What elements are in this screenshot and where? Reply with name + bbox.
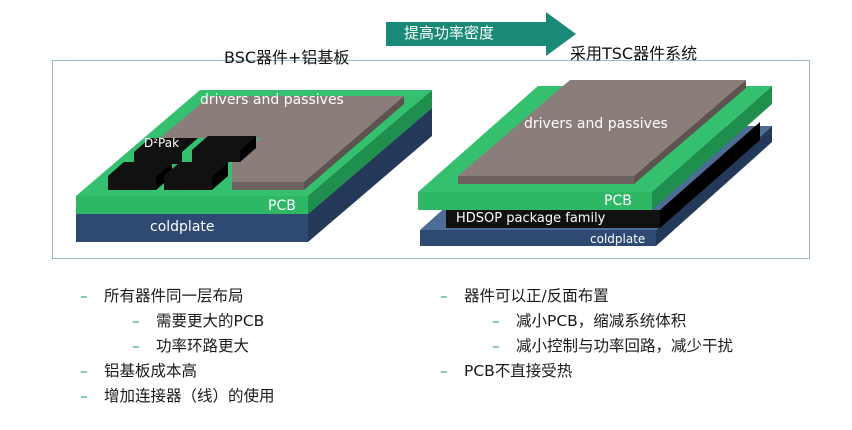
diagram-frame <box>52 60 810 259</box>
right-drivers-block <box>458 80 746 184</box>
left-drivers-label: drivers and passives <box>200 92 344 108</box>
bullet-marker: – <box>492 312 500 330</box>
left-chips <box>108 136 256 190</box>
left-title: BSC器件+铝基板 <box>224 48 350 67</box>
left-coldplate-label: coldplate <box>150 219 215 235</box>
bullet-marker: – <box>132 312 140 330</box>
list-item: –增加连接器（线）的使用 <box>80 384 420 409</box>
left-pcb-label: PCB <box>268 198 296 214</box>
right-package-label: HDSOP package family <box>456 211 606 226</box>
left-chip-label: D²Pak <box>144 136 180 150</box>
bullet-marker: – <box>492 337 500 355</box>
left-drivers-block <box>160 96 404 190</box>
bullet-marker: – <box>440 287 448 305</box>
right-pcb-label: PCB <box>604 193 632 209</box>
list-item: –减小PCB，缩减系统体积 <box>440 309 840 334</box>
right-coldplate-label: coldplate <box>590 232 646 246</box>
right-title: 采用TSC器件系统 <box>570 44 698 63</box>
list-item: –PCB不直接受热 <box>440 359 840 384</box>
bullet-marker: – <box>80 362 88 380</box>
list-item: –功率环路更大 <box>80 334 420 359</box>
bullet-marker: – <box>132 337 140 355</box>
list-item: –需要更大的PCB <box>80 309 420 334</box>
bullet-marker: – <box>80 287 88 305</box>
list-item: –铝基板成本高 <box>80 359 420 384</box>
right-bullet-list: –器件可以正/反面布置 –减小PCB，缩减系统体积 –减小控制与功率回路，减少干… <box>440 284 840 384</box>
list-item: –所有器件同一层布局 <box>80 284 420 309</box>
left-bullet-list: –所有器件同一层布局 –需要更大的PCB –功率环路更大 –铝基板成本高 –增加… <box>80 284 420 409</box>
list-item: –器件可以正/反面布置 <box>440 284 840 309</box>
right-hdsop-layer <box>446 122 760 228</box>
right-drivers-label: drivers and passives <box>524 116 668 132</box>
arrow-icon <box>386 12 576 56</box>
bullet-marker: – <box>80 387 88 405</box>
list-item: –减小控制与功率回路，减少干扰 <box>440 334 840 359</box>
arrow-label: 提高功率密度 <box>404 24 495 42</box>
bullet-marker: – <box>440 362 448 380</box>
